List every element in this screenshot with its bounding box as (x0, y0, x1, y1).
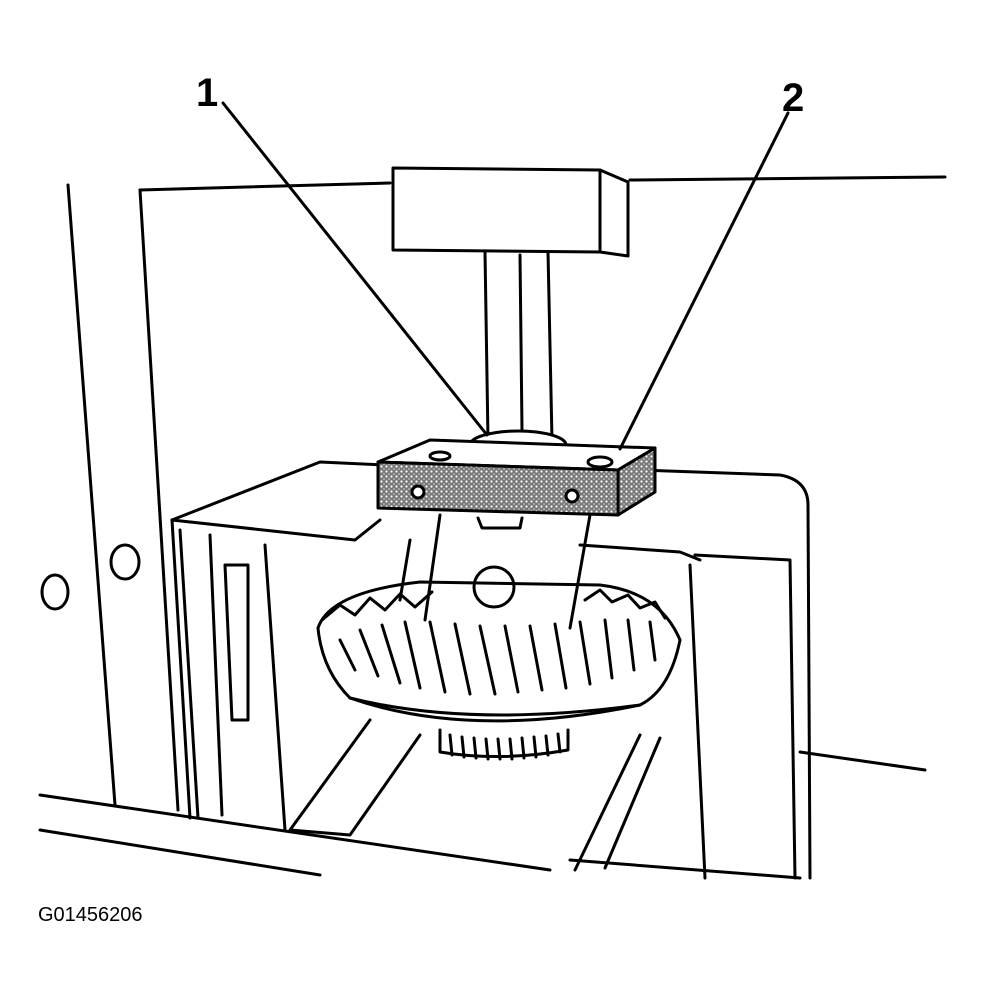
callout-label-1: 1 (196, 71, 219, 115)
figure-id: G01456206 (38, 904, 143, 926)
pinion-gear (438, 728, 570, 761)
leader-line-2 (618, 111, 790, 451)
ring-gear (316, 580, 682, 723)
fixture-block (376, 438, 657, 517)
differential-carrier (398, 513, 592, 630)
case-support (170, 460, 812, 880)
housing-frame (38, 175, 947, 880)
press-handle (391, 166, 630, 442)
callout-label-2: 2 (782, 76, 805, 120)
leader-line-1 (221, 101, 489, 437)
